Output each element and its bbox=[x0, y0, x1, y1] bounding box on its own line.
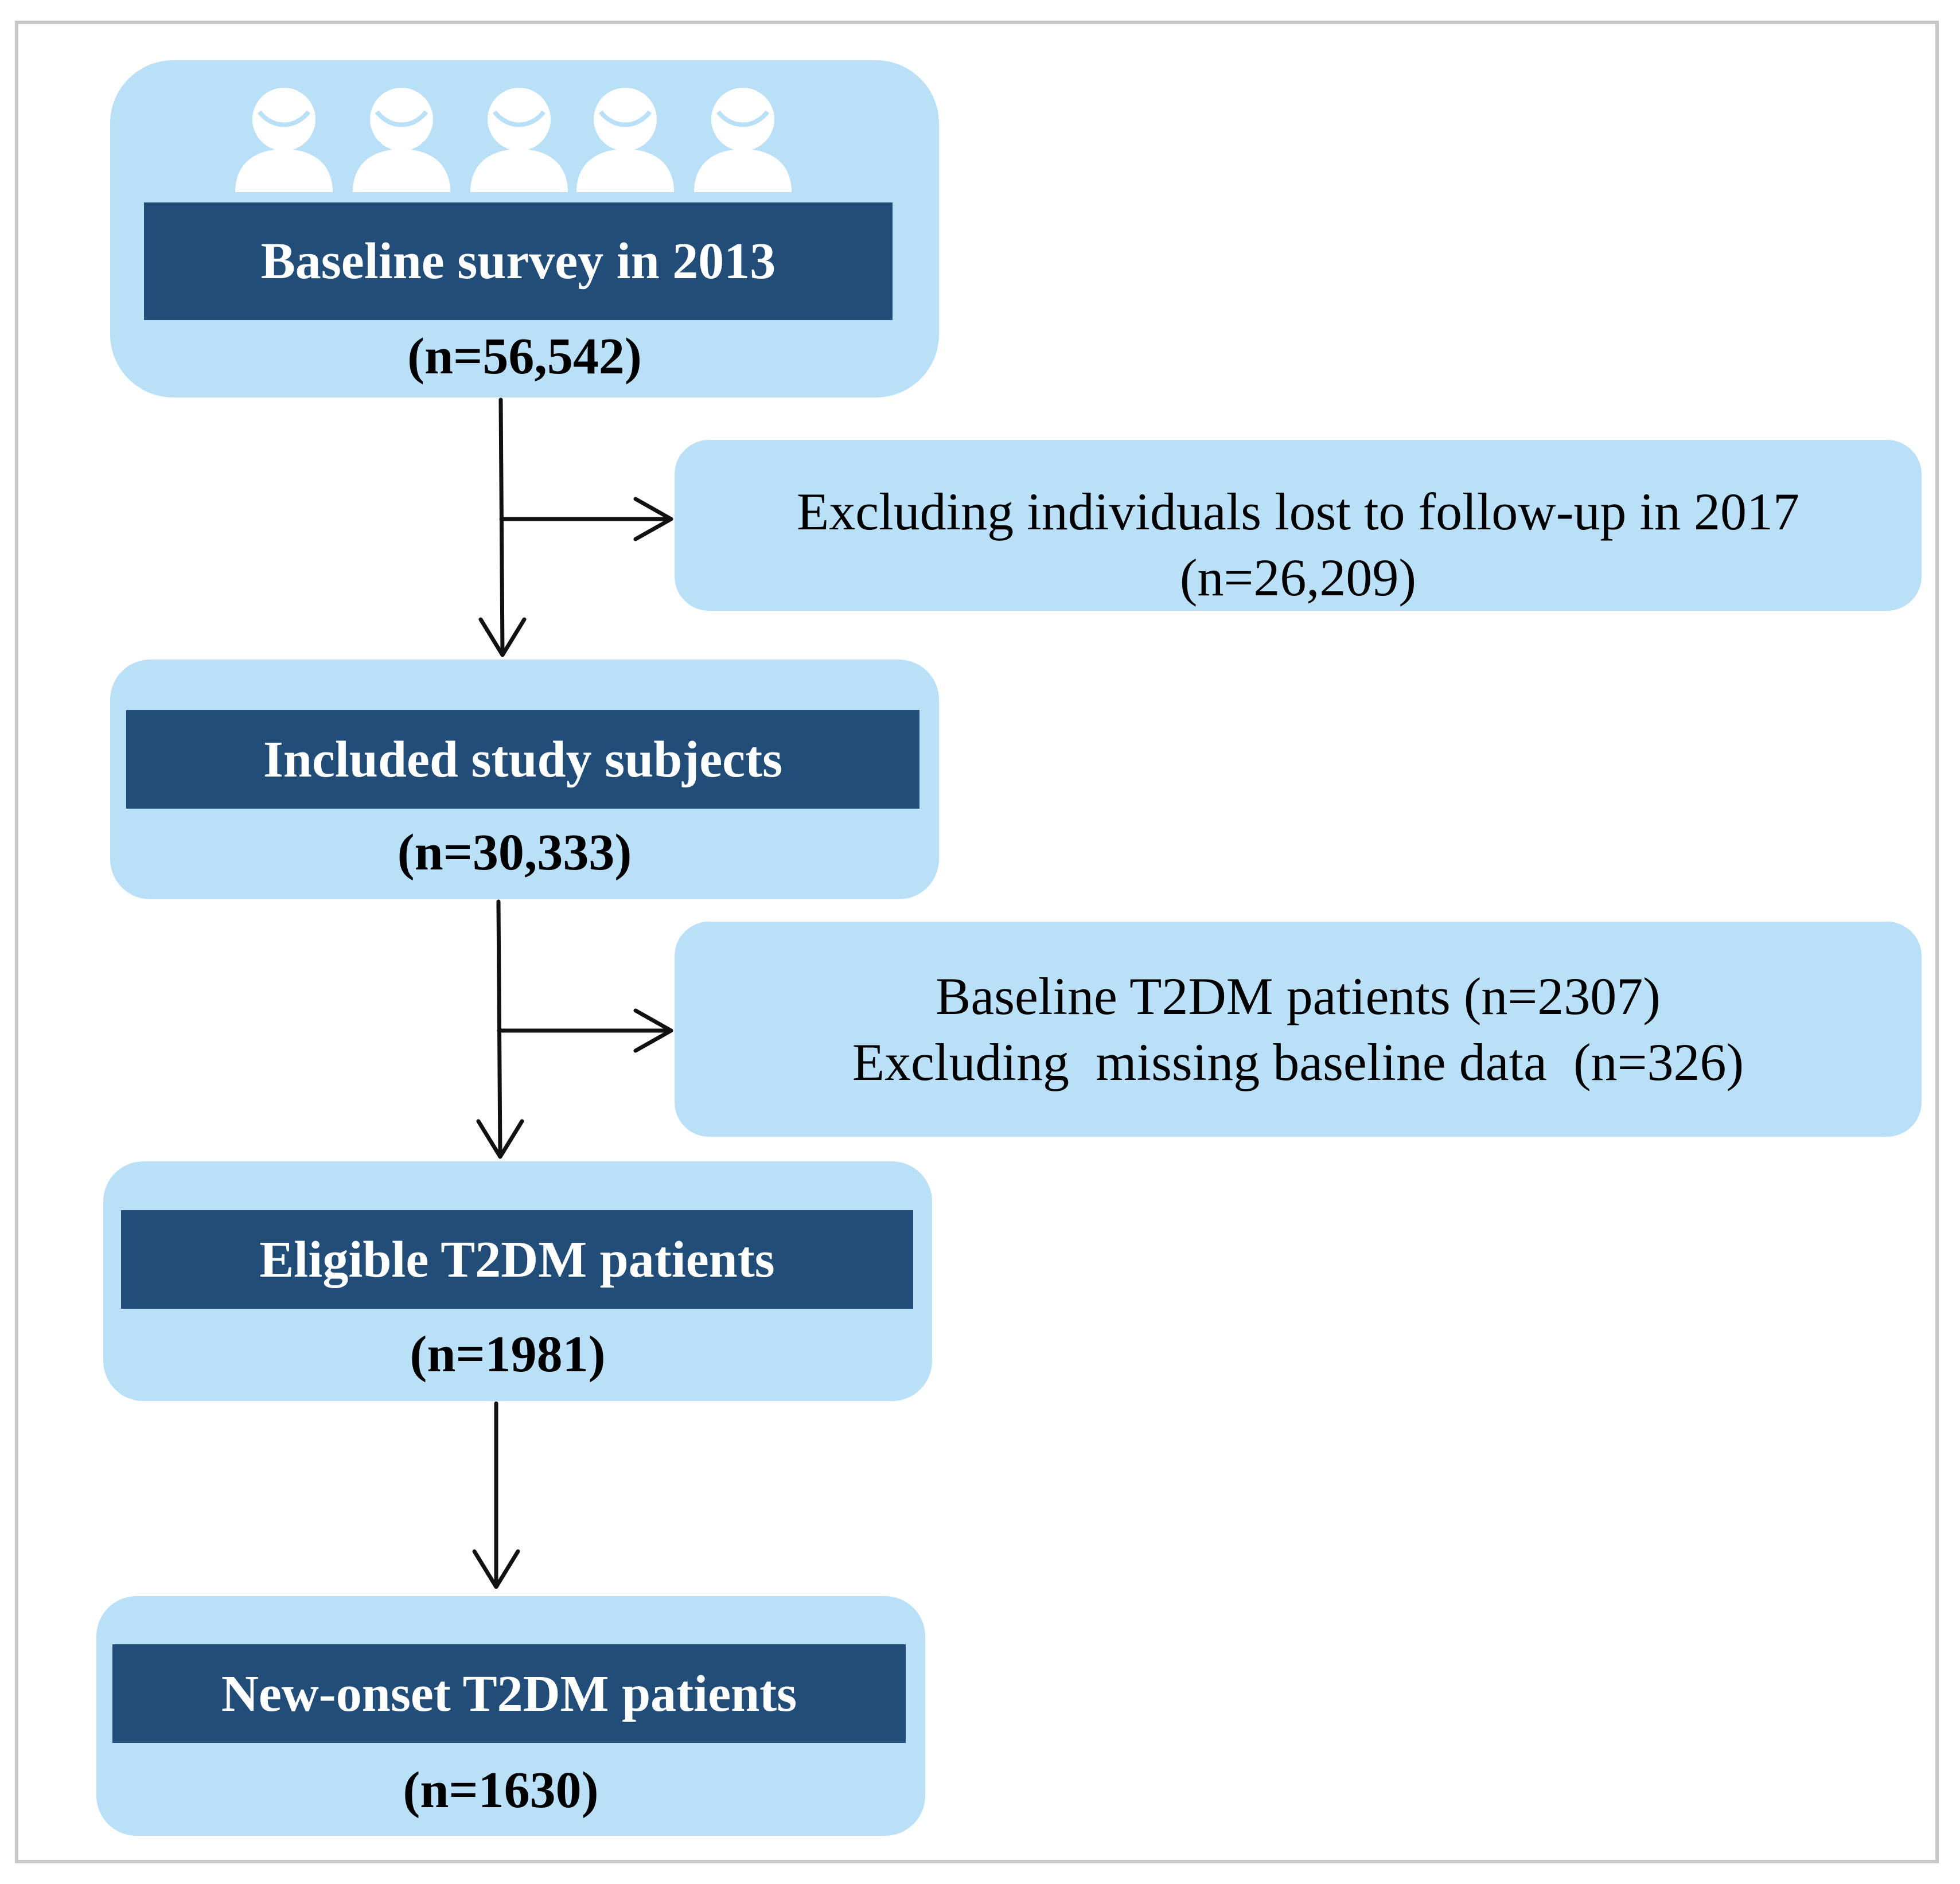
exclusion-baseline-text: Baseline T2DM patients (n=2307) Excludin… bbox=[675, 964, 1922, 1095]
baseline-survey-count: (n=56,542) bbox=[407, 328, 642, 385]
baseline-survey-title: Baseline survey in 2013 bbox=[144, 202, 893, 320]
figure-frame bbox=[15, 21, 1939, 1863]
new-onset-title: New-onset T2DM patients bbox=[112, 1644, 906, 1743]
included-subjects-count: (n=30,333) bbox=[397, 824, 632, 881]
exclusion-baseline-line-2: Excluding missing baseline data (n=326) bbox=[852, 1033, 1744, 1091]
person-icon bbox=[694, 88, 792, 192]
people-icon-group bbox=[235, 88, 792, 192]
exclusion-baseline-line-1: Baseline T2DM patients (n=2307) bbox=[936, 967, 1661, 1025]
eligible-patients-count: (n=1981) bbox=[410, 1326, 606, 1383]
exclusion-lost-followup-line-2: (n=26,209) bbox=[1179, 548, 1417, 607]
person-icon bbox=[353, 88, 450, 192]
eligible-patients-title: Eligible T2DM patients bbox=[121, 1210, 913, 1309]
person-icon bbox=[576, 88, 674, 192]
exclusion-lost-followup-line-1: Excluding individuals lost to follow-up … bbox=[797, 482, 1799, 541]
included-subjects-title: Included study subjects bbox=[126, 710, 919, 809]
exclusion-baseline-panel bbox=[675, 922, 1922, 1137]
person-icon bbox=[235, 88, 333, 192]
exclusion-lost-followup-text: Excluding individuals lost to follow-up … bbox=[675, 479, 1922, 611]
exclusion-lost-followup-panel bbox=[675, 440, 1922, 611]
person-icon bbox=[470, 88, 568, 192]
new-onset-count: (n=1630) bbox=[403, 1762, 599, 1819]
